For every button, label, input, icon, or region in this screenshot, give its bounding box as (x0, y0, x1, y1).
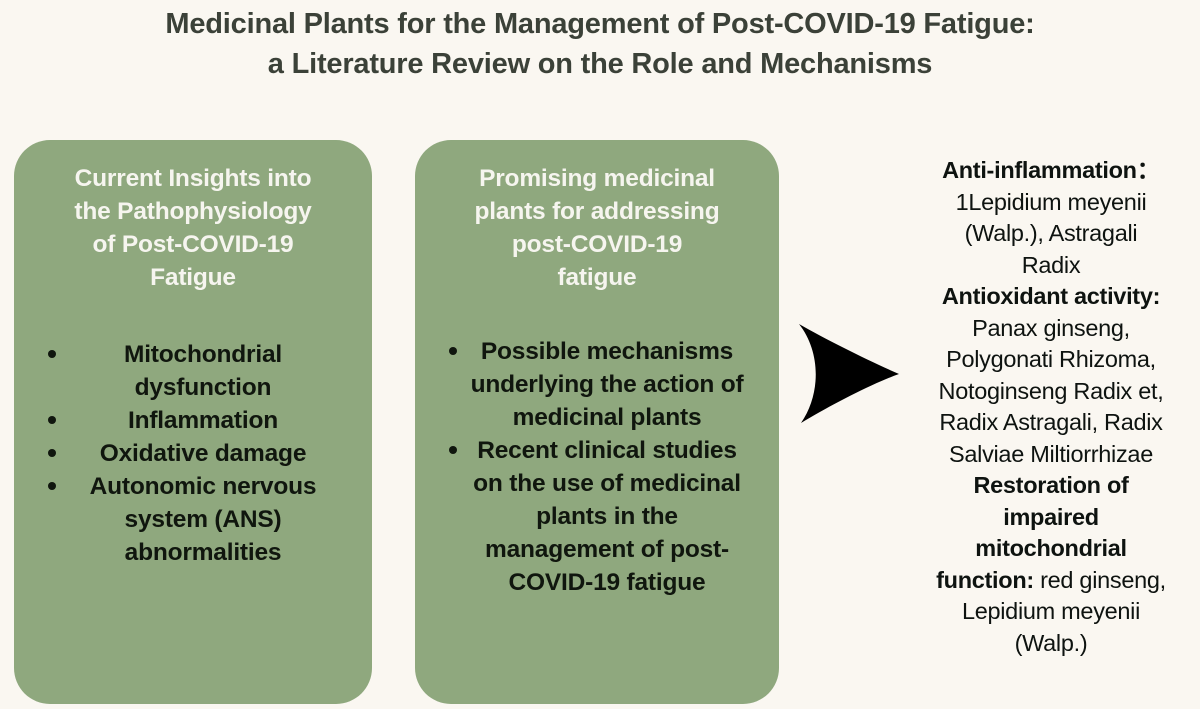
outcome-line: impaired (905, 502, 1197, 534)
outcome-label: impaired (1003, 503, 1099, 530)
title-line-2: a Literature Review on the Role and Mech… (267, 48, 933, 80)
outcome-line: Notoginseng Radix et, (938, 377, 1164, 404)
bullet-dot-icon (48, 350, 56, 358)
outcome-line: Radix (1021, 251, 1081, 278)
outcome-line: (Walp.) (1014, 629, 1088, 656)
title-line-1: Medicinal Plants for the Management of P… (165, 8, 1035, 40)
outcome-line: Salviae Miltiorrhizae (949, 440, 1153, 467)
card-heading-plants: Promising medicinal plants for addressing… (431, 162, 763, 294)
outcome-line: Radix Astragali, Radix (939, 409, 1163, 435)
bullet-text: Inflammation (127, 407, 279, 434)
card-heading-line: Promising medicinal (479, 165, 715, 192)
card-plants: Promising medicinal plants for addressing… (415, 140, 779, 704)
card-heading-line: post-COVID-19 (511, 231, 683, 258)
outcome-line: mitochondrial (905, 533, 1197, 565)
card-heading-line: plants for addressing (474, 198, 720, 225)
outcome-line: Lepidium meyenii (961, 598, 1141, 624)
card-heading-line: of Post-COVID-19 (92, 231, 294, 258)
outcome-line: Polygonati Rhizoma, (946, 346, 1156, 372)
outcome-label: Antioxidant activity: (941, 283, 1161, 309)
card-heading-line: Current Insights into (74, 165, 312, 192)
outcome-line: Panax ginseng, (972, 314, 1130, 341)
card-heading-line: fatigue (557, 264, 637, 291)
outcome-line: Restoration of (905, 470, 1197, 502)
outcome-line: 1Lepidium meyenii (955, 188, 1147, 215)
page-title: Medicinal Plants for the Management of P… (0, 4, 1200, 84)
card-heading-pathophysiology: Current Insights into the Pathophysiology… (30, 162, 356, 294)
bullet-dot-icon (48, 482, 56, 490)
bullet-item: Inflammation (30, 404, 356, 437)
outcome-label: Restoration of (973, 472, 1129, 498)
right-arrow-icon (799, 324, 899, 423)
bullet-text: Oxidative damage (99, 440, 307, 467)
bullet-dot-icon (48, 416, 56, 424)
bullet-dot-icon (48, 449, 56, 457)
outcome-label: mitochondrial (975, 535, 1127, 561)
outcome-line: Antioxidant activity: (905, 281, 1197, 313)
bullet-item: Oxidative damage (30, 437, 356, 470)
outcome-line: (Walp.), Astragali (964, 220, 1138, 246)
card-pathophysiology: Current Insights into the Pathophysiology… (14, 140, 372, 704)
outcome-line: Anti-inflammation： (905, 155, 1197, 187)
outcome-line: function: red ginseng, (936, 566, 1166, 593)
outcome-label: function: (936, 566, 1034, 593)
card-heading-line: the Pathophysiology (74, 198, 312, 225)
bullet-dot-icon (449, 446, 457, 454)
outcomes-panel: Anti-inflammation： 1Lepidium meyenii (Walp… (905, 155, 1197, 659)
bullet-dot-icon (449, 347, 457, 355)
outcome-label: Anti-inflammation： (942, 157, 1160, 183)
card-heading-line: Fatigue (150, 264, 236, 291)
